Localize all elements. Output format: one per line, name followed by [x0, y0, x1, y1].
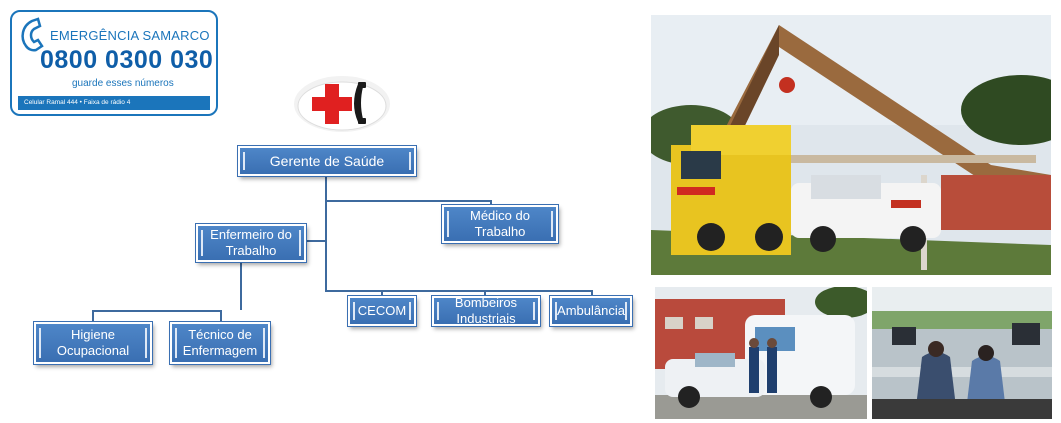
- emergency-title: EMERGÊNCIA SAMARCO: [50, 28, 210, 43]
- connector-line: [490, 200, 492, 208]
- node-tecnico-de-enfermagem: Técnico de Enfermagem: [170, 322, 270, 364]
- node-cecom: CECOM: [348, 296, 416, 326]
- emergency-number: 0800 0300 030: [40, 46, 214, 74]
- node-gerente-de-saude: Gerente de Saúde: [238, 146, 416, 176]
- connector-line: [325, 290, 593, 292]
- fire-station-photo: [651, 15, 1051, 275]
- phone-icon: [21, 17, 44, 52]
- node-medico-do-trabalho: Médico do Trabalho: [442, 205, 558, 243]
- node-ambulancia: Ambulância: [550, 296, 632, 326]
- ambulance-photo: [655, 287, 867, 419]
- connector-line: [325, 174, 327, 292]
- connector-line: [92, 310, 222, 312]
- connector-line: [325, 200, 490, 202]
- connector-line: [381, 290, 383, 298]
- node-enfermeiro-do-trabalho: Enfermeiro do Trabalho: [196, 224, 306, 262]
- connector-line: [484, 290, 486, 298]
- connector-line: [240, 260, 242, 310]
- control-room-photo: [872, 287, 1052, 419]
- connector-line: [92, 310, 94, 322]
- connector-line: [220, 310, 222, 322]
- node-bombeiros-industriais: Bombeiros Industriais: [432, 295, 540, 326]
- node-higiene-ocupacional: Higiene Ocupacional: [34, 322, 152, 364]
- emergency-contact-card: EMERGÊNCIA SAMARCO 0800 0300 030 guarde …: [10, 10, 218, 116]
- emergency-footer: Celular Ramal 444 • Faixa de rádio 4: [18, 96, 210, 110]
- health-emergency-logo: [294, 76, 390, 132]
- emergency-subtitle: guarde esses números: [72, 78, 174, 89]
- connector-line: [303, 240, 327, 242]
- connector-line: [591, 290, 593, 298]
